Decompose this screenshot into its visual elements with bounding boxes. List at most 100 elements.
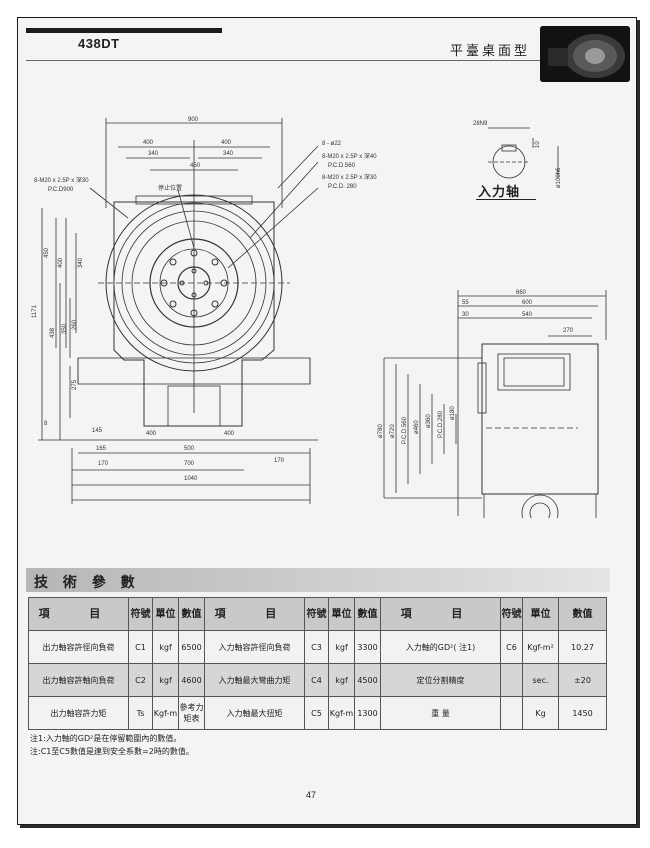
input-shaft-label: 入力轴 xyxy=(478,185,521,200)
header-item-2: 項 目 xyxy=(204,597,305,631)
callout-pcd-900: P.C.D900 xyxy=(48,187,74,193)
callout-pcd-280: P.C.D. 280 xyxy=(328,184,357,190)
header-bar xyxy=(26,28,222,53)
dim-400-left: 400 xyxy=(143,140,154,146)
spec-symbol: C5 xyxy=(304,696,329,730)
spec-row: 出力軸容許力矩 Ts Kgf-m 參考力矩表 入力軸最大扭矩 C5 Kgf-m … xyxy=(28,696,607,730)
dim-v-450: 450 xyxy=(44,247,50,258)
spec-title: 技 術 參 數 xyxy=(34,575,140,591)
dim-b-165: 165 xyxy=(96,446,107,452)
header-item-3: 項 目 xyxy=(380,597,501,631)
spec-symbol xyxy=(500,663,523,697)
dim-side-d360: ø360 xyxy=(426,414,432,428)
spec-unit: Kg xyxy=(522,696,559,730)
spec-row: 出力軸容許軸向負荷 C2 kgf 4600 入力軸最大彎曲力矩 C4 kgf 4… xyxy=(28,663,607,697)
dim-v-350: 350 xyxy=(62,323,68,334)
dim-b-700: 700 xyxy=(184,461,195,467)
dim-v-1171: 1171 xyxy=(32,305,38,318)
product-thumbnail xyxy=(540,26,630,82)
header-symbol-2: 符號 xyxy=(304,597,329,631)
spec-header-row: 項 目 符號 單位 數值 項 目 符號 單位 數值 項 目 符號 單位 數值 xyxy=(28,597,607,631)
callout-stop-position: 停止位置 xyxy=(158,186,183,192)
spec-unit: sec. xyxy=(522,663,559,697)
spec-value: 4500 xyxy=(354,663,381,697)
dim-b-400-right: 400 xyxy=(224,431,235,437)
dim-400-right: 400 xyxy=(221,140,232,146)
dim-b-170-right: 170 xyxy=(274,458,285,464)
dim-side-55: 55 xyxy=(462,300,469,306)
dim-v-8: 8 xyxy=(44,421,48,427)
model-subtitle: 平臺桌面型 xyxy=(450,44,531,59)
dim-shaft-key: 28N9 xyxy=(473,121,488,127)
dim-side-270: 270 xyxy=(563,328,574,334)
spec-value: 4600 xyxy=(178,663,205,697)
spec-value: 3300 xyxy=(354,630,381,664)
spec-symbol xyxy=(500,696,523,730)
page-number: 47 xyxy=(306,790,317,800)
spec-item: 出力軸容許力矩 xyxy=(28,696,129,730)
spec-unit: Kgf-m² xyxy=(522,630,559,664)
dim-side-30: 30 xyxy=(462,312,469,318)
header-symbol-1: 符號 xyxy=(128,597,153,631)
dim-900: 900 xyxy=(188,117,199,123)
dim-v-340: 340 xyxy=(78,257,84,268)
dim-340-right: 340 xyxy=(223,151,234,157)
dim-side-540: 540 xyxy=(522,312,533,318)
callout-pcd-560: P.C.D.560 xyxy=(328,163,355,169)
spec-title-band xyxy=(26,568,610,592)
spec-item: 定位分割精度 xyxy=(380,663,501,697)
spec-unit: kgf xyxy=(328,663,355,697)
spec-symbol: Ts xyxy=(128,696,153,730)
callout-tap-30-b: 8-M20 x 2.5P x 深30 xyxy=(34,178,89,184)
header-value-2: 數值 xyxy=(354,597,381,631)
dim-side-d460: ø460 xyxy=(414,420,420,434)
dim-shaft-10: 10 xyxy=(535,141,541,148)
spec-item: 出力軸容許軸向負荷 xyxy=(28,663,129,697)
header-item-1: 項 目 xyxy=(28,597,129,631)
spec-item: 入力軸最大彎曲力矩 xyxy=(204,663,305,697)
spec-value: 1300 xyxy=(354,696,381,730)
dim-side-d780: ø780 xyxy=(378,424,384,438)
dim-side-660: 660 xyxy=(516,290,527,296)
dim-b-1040: 1040 xyxy=(184,476,198,482)
header-value-1: 數值 xyxy=(178,597,205,631)
spec-unit: kgf xyxy=(328,630,355,664)
header-value-3: 數值 xyxy=(558,597,607,631)
model-title: 438DT xyxy=(78,36,120,51)
spec-value: 參考力矩表 xyxy=(178,696,205,730)
dim-side-d720: ø720 xyxy=(390,424,396,438)
spec-unit: kgf xyxy=(152,663,179,697)
catalog-page: 438DT 平臺桌面型 xyxy=(17,17,637,825)
dim-b-400-left: 400 xyxy=(146,431,157,437)
spec-unit: Kgf-m xyxy=(152,696,179,730)
spec-item: 入力軸的GD²( 注1) xyxy=(380,630,501,664)
spec-value: 6500 xyxy=(178,630,205,664)
spec-value: 10.27 xyxy=(558,630,607,664)
spec-value: 1450 xyxy=(558,696,607,730)
spec-item: 入力軸最大扭矩 xyxy=(204,696,305,730)
header-divider xyxy=(26,60,628,61)
spec-table: 項 目 符號 單位 數值 項 目 符號 單位 數值 項 目 符號 單位 數值 出… xyxy=(28,597,607,730)
spec-value: ±20 xyxy=(558,663,607,697)
dim-v-400: 400 xyxy=(58,257,64,268)
header-symbol-3: 符號 xyxy=(500,597,523,631)
input-shaft-underline xyxy=(476,199,536,200)
spec-symbol: C4 xyxy=(304,663,329,697)
spec-symbol: C1 xyxy=(128,630,153,664)
spec-symbol: C6 xyxy=(500,630,523,664)
dim-v-438: 438 xyxy=(50,327,56,338)
header-unit-1: 單位 xyxy=(152,597,179,631)
spec-unit: kgf xyxy=(152,630,179,664)
dim-340-left: 340 xyxy=(148,151,159,157)
technical-drawing xyxy=(38,118,607,518)
spec-symbol: C2 xyxy=(128,663,153,697)
spec-item: 入力軸容許徑向負荷 xyxy=(204,630,305,664)
header-unit-2: 單位 xyxy=(328,597,355,631)
dim-b-145: 145 xyxy=(92,428,103,434)
callout-holes: 8 - ø22 xyxy=(322,141,342,147)
note-2: 注:C1至C5數值是連到安全系數=2時的數值。 xyxy=(30,747,194,756)
spec-symbol: C3 xyxy=(304,630,329,664)
dim-side-pcd560: P.C.D.560 xyxy=(402,417,408,444)
dim-shaft-dia: ø100h6 xyxy=(556,167,562,188)
dim-side-d180: ø180 xyxy=(450,406,456,420)
